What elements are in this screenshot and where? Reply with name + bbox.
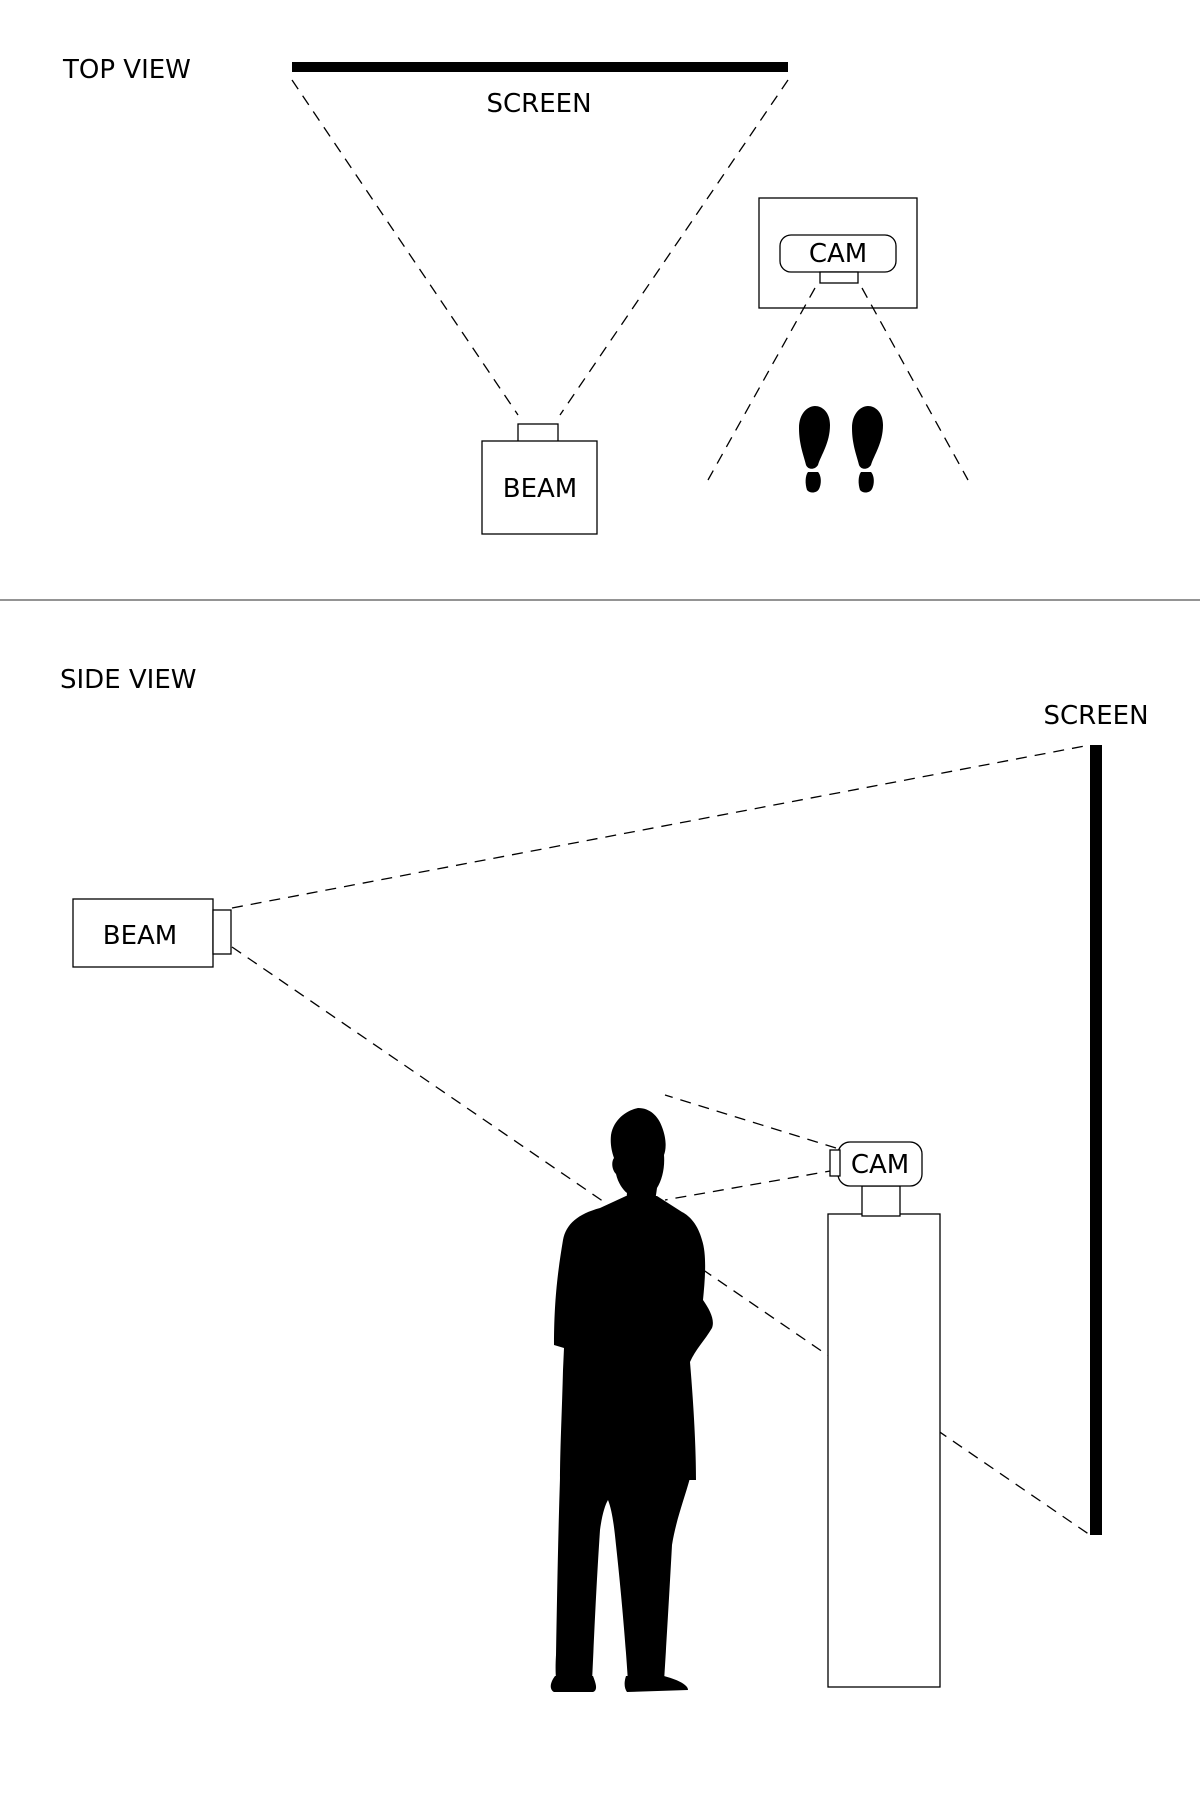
person-silhouette — [550, 1108, 713, 1692]
side-camera-unit: CAM — [827, 1141, 941, 1688]
top-screen-label: SCREEN — [486, 89, 591, 119]
side-view-title: SIDE VIEW — [60, 665, 196, 695]
top-beam-right-ray — [559, 79, 789, 416]
top-view: TOP VIEW SCREEN BEAM CAM — [62, 55, 969, 535]
top-projector: BEAM — [481, 423, 598, 535]
side-projector-lens — [212, 909, 232, 955]
top-screen-bar — [292, 62, 788, 72]
top-camera-lens — [819, 271, 859, 284]
side-camera-top-ray — [664, 1094, 837, 1149]
side-projector-label: BEAM — [103, 921, 177, 951]
side-beam-top-ray — [231, 744, 1091, 909]
side-camera-mount — [861, 1185, 901, 1217]
top-beam-left-ray — [291, 79, 519, 416]
footprints-icon — [799, 406, 883, 493]
side-view: SIDE VIEW SCREEN BEAM CAM — [60, 665, 1149, 1692]
side-camera-pedestal — [827, 1213, 941, 1688]
top-camera-label: CAM — [809, 239, 867, 269]
side-screen-bar — [1090, 745, 1102, 1535]
side-camera-bottom-ray — [664, 1169, 837, 1201]
top-projector-label: BEAM — [503, 474, 577, 504]
side-projector: BEAM — [72, 898, 232, 968]
side-screen-label: SCREEN — [1043, 701, 1148, 731]
top-projector-body — [481, 440, 598, 535]
side-camera-lens — [829, 1149, 841, 1177]
top-view-title: TOP VIEW — [62, 55, 191, 85]
top-camera-left-ray — [707, 287, 816, 481]
top-projector-lens — [517, 423, 559, 443]
side-projector-body — [72, 898, 214, 968]
top-camera-right-ray — [861, 287, 969, 481]
right-footprint-icon — [852, 406, 883, 493]
left-footprint-icon — [799, 406, 830, 493]
top-camera-unit: CAM — [758, 197, 918, 309]
side-camera-label: CAM — [851, 1150, 909, 1180]
